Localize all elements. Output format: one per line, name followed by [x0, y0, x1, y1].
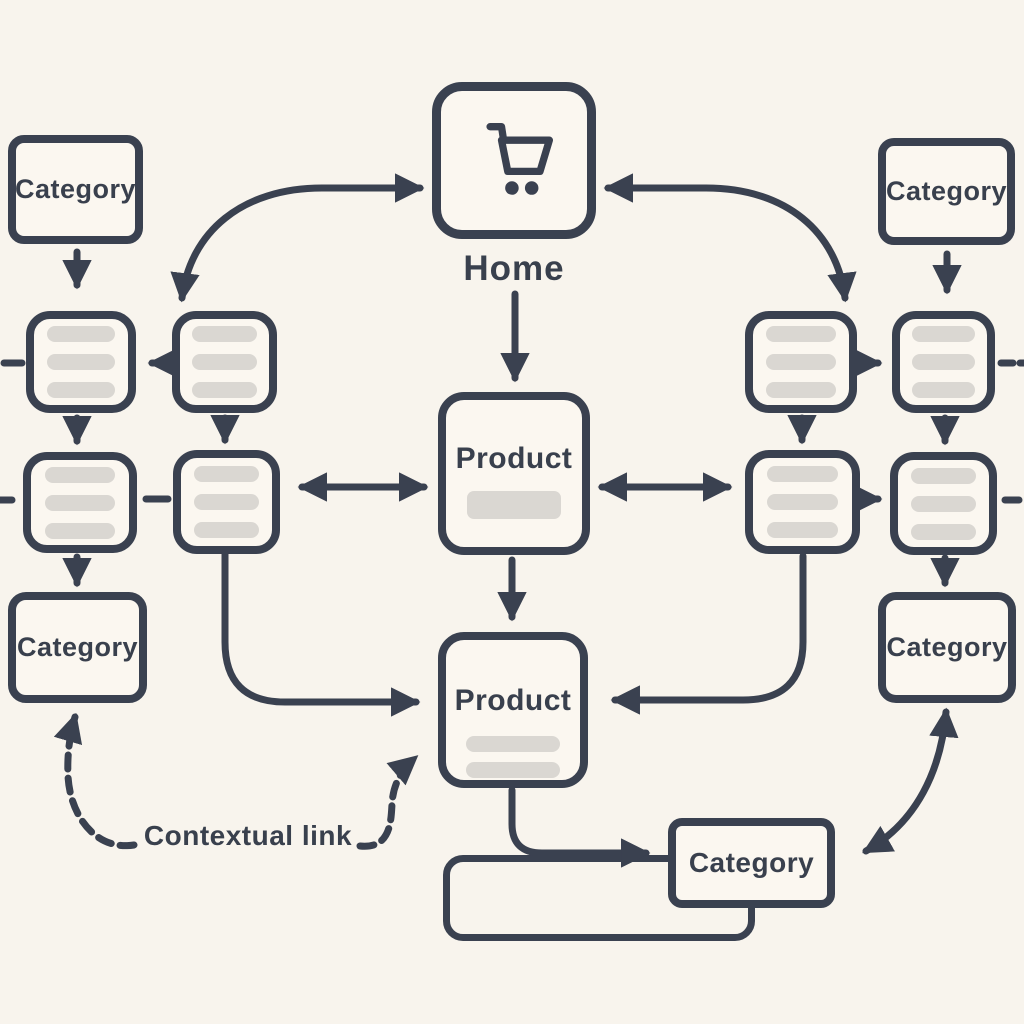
arrow-home-listing-right [603, 173, 857, 303]
arrow-listing-right-to-product-detail [610, 552, 807, 715]
text-line-placeholder [193, 466, 260, 482]
text-line-placeholder [766, 494, 839, 510]
category-label: Category [886, 632, 1008, 662]
home-label: Home [463, 249, 565, 288]
listing-node-left-outer-bottom [23, 452, 137, 553]
category-node-top-left: Category [8, 135, 143, 244]
category-label: Category [885, 176, 1008, 206]
home-node [432, 82, 596, 239]
text-line-placeholder [912, 326, 975, 342]
listing-node-left-inner-top [172, 311, 277, 413]
arrow-listing-left-to-product-detail [221, 550, 421, 717]
text-line-placeholder [912, 382, 975, 398]
text-line-placeholder [766, 382, 836, 398]
dashed-arrow-contextual-to-product [356, 754, 419, 850]
product-node-detail: Product [438, 632, 588, 788]
contextual-link-label: Contextual link [143, 820, 353, 851]
dashed-arrow-contextual-to-category [53, 712, 138, 850]
text-line-placeholder [766, 354, 836, 370]
text-line-placeholder [192, 326, 257, 342]
text-line-placeholder [47, 326, 115, 342]
text-line-placeholder [910, 495, 977, 512]
listing-node-left-inner-bottom [173, 450, 280, 554]
arrow-category-br-to-category-bc [862, 707, 959, 855]
text-line-placeholder [766, 326, 836, 342]
arrow-home-listing-left [170, 173, 425, 303]
text-line-placeholder [193, 522, 260, 538]
text-line-placeholder [766, 466, 839, 482]
product-label: Product [455, 442, 573, 475]
listing-node-right-outer-top [892, 311, 995, 413]
product-node-main: Product [438, 392, 590, 555]
text-line-placeholder [192, 354, 257, 370]
text-line-placeholder [466, 762, 560, 778]
listing-node-right-outer-bottom [890, 452, 997, 555]
text-line-placeholder [910, 467, 977, 484]
text-line-placeholder [193, 494, 260, 510]
product-label: Product [454, 684, 572, 717]
text-line-placeholder [766, 522, 839, 538]
text-line-placeholder [47, 354, 115, 370]
text-line-placeholder [44, 522, 116, 539]
text-line-placeholder [466, 736, 560, 752]
text-line-placeholder [44, 466, 116, 483]
category-label: Category [16, 632, 139, 662]
category-node-bottom-left: Category [8, 592, 147, 703]
shopping-cart-icon [486, 122, 553, 195]
arrow-product-detail-to-category [508, 786, 651, 868]
category-label: Category [688, 847, 815, 878]
text-line-placeholder [910, 523, 977, 540]
text-line-placeholder [912, 354, 975, 370]
text-line-placeholder [47, 382, 115, 398]
category-node-top-right: Category [878, 138, 1015, 245]
listing-node-right-inner-bottom [745, 450, 860, 554]
text-line-placeholder [44, 494, 116, 511]
listing-node-left-outer-top [26, 311, 136, 413]
listing-node-right-inner-top [745, 311, 857, 413]
category-node-bottom-center: Category [668, 818, 835, 908]
category-node-bottom-right: Category [878, 592, 1016, 703]
text-line-placeholder [192, 382, 257, 398]
text-line-placeholder [467, 491, 561, 519]
category-label: Category [14, 174, 137, 204]
